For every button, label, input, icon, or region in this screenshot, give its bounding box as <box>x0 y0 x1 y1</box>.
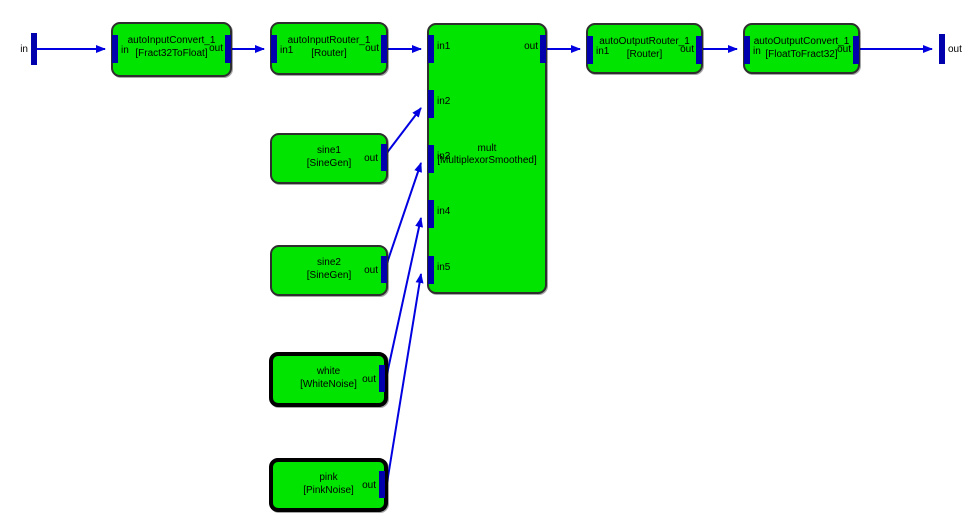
input-pin-label: in1 <box>596 46 610 57</box>
block-title: sine1 <box>317 145 341 156</box>
input-pin-label-in2: in2 <box>437 96 451 107</box>
wire-sine2.out-to-mult.in3[interactable] <box>385 162 422 267</box>
output-port-label: out <box>948 44 962 55</box>
output-pin-label: out <box>837 44 851 55</box>
block-autoInputConvert[interactable]: autoInputConvert_1 [Fract32ToFloat] in o… <box>111 22 232 77</box>
input-pin-in3[interactable] <box>428 145 434 173</box>
output-pin-label: out <box>680 44 694 55</box>
output-port[interactable] <box>939 34 945 64</box>
block-title: autoInputRouter_1 <box>287 35 371 46</box>
input-pin-in2[interactable] <box>428 90 434 118</box>
input-pin-in5[interactable] <box>428 256 434 284</box>
input-pin[interactable] <box>587 36 593 64</box>
input-port[interactable] <box>31 33 37 65</box>
output-pin-label: out <box>209 43 223 54</box>
output-pin-label: out <box>524 41 538 52</box>
output-pin[interactable] <box>379 365 385 392</box>
block-subtitle: [PinkNoise] <box>303 485 354 496</box>
output-pin[interactable] <box>540 35 546 63</box>
input-pin-label-in3: in3 <box>437 151 451 162</box>
input-pin-label-in1: in1 <box>437 41 451 52</box>
input-pin-label: in1 <box>280 45 294 56</box>
output-pin[interactable] <box>696 36 702 64</box>
block-subtitle: [Router] <box>626 49 663 60</box>
output-pin-label: out <box>362 374 376 385</box>
input-pin-label: in <box>753 46 761 57</box>
input-port-label: in <box>20 44 28 55</box>
wire-sine1.out-to-mult.in2[interactable] <box>385 107 422 155</box>
block-title: pink <box>319 472 338 483</box>
output-pin-label: out <box>362 480 376 491</box>
output-pin[interactable] <box>853 36 859 64</box>
input-pin-in4[interactable] <box>428 200 434 228</box>
input-pin[interactable] <box>744 36 750 64</box>
block-subtitle: [SineGen] <box>306 158 352 169</box>
block-mult[interactable]: mult [MultiplexorSmoothed] in1 in2 in3 i… <box>427 23 547 294</box>
block-autoOutputConvert[interactable]: autoOutputConvert_1 [FloatToFract32] in … <box>743 23 860 74</box>
block-pink[interactable]: pink [PinkNoise] out <box>269 458 388 512</box>
output-pin[interactable] <box>379 471 385 498</box>
input-pin-label: in <box>121 45 129 56</box>
output-pin[interactable] <box>381 144 387 171</box>
output-pin-label: out <box>364 265 378 276</box>
block-title: autoOutputRouter_1 <box>599 36 690 47</box>
block-title: sine2 <box>317 257 341 268</box>
block-sine1[interactable]: sine1 [SineGen] out <box>270 133 388 184</box>
output-pin-label: out <box>364 153 378 164</box>
output-pin[interactable] <box>381 256 387 283</box>
input-pin[interactable] <box>271 35 277 63</box>
wire-pink.out-to-mult.in5[interactable] <box>386 273 424 484</box>
output-pin[interactable] <box>381 35 387 63</box>
block-autoInputRouter[interactable]: autoInputRouter_1 [Router] in1 out <box>270 22 388 75</box>
input-pin-in1[interactable] <box>428 35 434 63</box>
block-title: white <box>316 366 341 377</box>
output-pin[interactable] <box>225 35 231 63</box>
input-pin-label-in5: in5 <box>437 262 451 273</box>
block-subtitle: [WhiteNoise] <box>300 379 357 390</box>
block-subtitle: [FloatToFract32] <box>765 49 838 60</box>
block-subtitle: [Router] <box>311 48 347 59</box>
wire-white.out-to-mult.in4[interactable] <box>386 217 423 375</box>
block-title: autoInputConvert_1 <box>127 35 216 46</box>
output-pin-label: out <box>365 43 379 54</box>
block-title: autoOutputConvert_1 <box>753 36 850 47</box>
block-autoOutputRouter[interactable]: autoOutputRouter_1 [Router] in1 out <box>586 23 703 74</box>
block-subtitle: [Fract32ToFloat] <box>135 48 208 59</box>
block-white[interactable]: white [WhiteNoise] out <box>269 352 388 407</box>
block-subtitle: [MultiplexorSmoothed] <box>437 155 537 166</box>
block-subtitle: [SineGen] <box>306 270 352 281</box>
input-pin[interactable] <box>112 35 118 63</box>
block-sine2[interactable]: sine2 [SineGen] out <box>270 245 388 296</box>
block-title: mult <box>477 143 497 154</box>
input-pin-label-in4: in4 <box>437 206 451 217</box>
